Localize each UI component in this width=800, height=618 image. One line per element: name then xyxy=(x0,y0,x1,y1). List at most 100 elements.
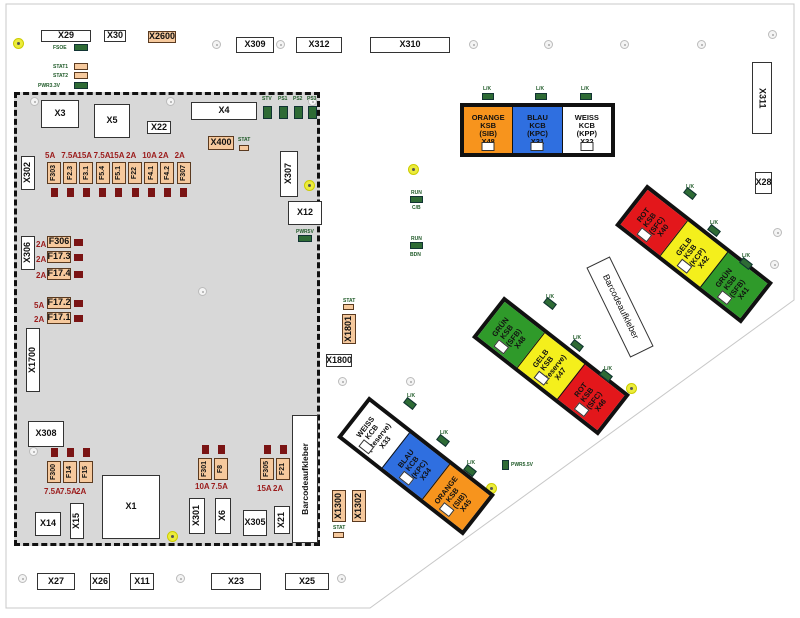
connector-x305[interactable]: X305 xyxy=(243,510,267,536)
relay-line: WEISS xyxy=(574,112,599,122)
connector-x25[interactable]: X25 xyxy=(285,573,329,590)
connector-x301[interactable]: X301 xyxy=(189,498,205,534)
fuse-label: F301 xyxy=(201,461,209,477)
connector-x15[interactable]: X15 xyxy=(70,503,84,539)
fuse-f22[interactable]: F22 xyxy=(128,162,142,184)
connector-x1800[interactable]: X1800 xyxy=(326,354,352,367)
fuse-socket xyxy=(147,188,155,197)
fuse-socket xyxy=(263,445,271,454)
fuse-amp: 2A xyxy=(158,151,169,160)
label-stat-x1801: STAT xyxy=(343,298,356,304)
fuse-f17-3[interactable]: F17.3 xyxy=(47,251,71,263)
fuse-f17-2[interactable]: F17.2 xyxy=(47,297,71,309)
connector-x306[interactable]: X306 xyxy=(21,236,35,270)
fuse-amp: 7.5A xyxy=(44,487,61,496)
connector-x308[interactable]: X308 xyxy=(28,421,64,447)
connector-x5[interactable]: X5 xyxy=(94,104,130,138)
connector-x14[interactable]: X14 xyxy=(35,512,61,536)
fuse-socket xyxy=(82,448,90,457)
fuse-f4-2[interactable]: F4.2 xyxy=(160,162,175,184)
fuse-f2-3[interactable]: F2.3 xyxy=(63,162,78,184)
fuse-amp: 2A xyxy=(126,151,137,160)
fuse-f15[interactable]: F15 xyxy=(79,461,93,483)
fuse-f17-1[interactable]: F17.1 xyxy=(47,312,71,324)
fuse-label: F15 xyxy=(82,465,90,479)
connector-x310[interactable]: X310 xyxy=(370,37,450,53)
fuse-amp: 2A xyxy=(36,240,47,249)
mounting-hole-yellow xyxy=(13,38,24,49)
fuse-f8[interactable]: F8 xyxy=(214,458,228,480)
mounting-hole-yellow xyxy=(626,383,637,394)
fuse-f301[interactable]: F301 xyxy=(198,458,212,480)
fuse-f5-4[interactable]: F5.4 xyxy=(95,162,110,184)
connector-x1700-label: X1700 xyxy=(27,346,38,374)
fuse-label: F22 xyxy=(131,166,139,180)
connector-x302[interactable]: X302 xyxy=(21,156,35,190)
connector-x1[interactable]: X1 xyxy=(102,475,160,539)
connector-x4[interactable]: X4 xyxy=(191,102,257,120)
connector-x309[interactable]: X309 xyxy=(236,37,274,53)
connector-x302-label: X302 xyxy=(22,162,33,184)
connector-x12[interactable]: X12 xyxy=(288,201,322,225)
fuse-f17-4[interactable]: F17.4 xyxy=(47,268,71,280)
fuse-amp: 7.5A xyxy=(211,482,228,491)
connector-x301-label: X301 xyxy=(191,505,202,527)
fuse-label: F14 xyxy=(66,465,74,479)
connector-x29[interactable]: X29 xyxy=(41,30,91,42)
fuse-socket xyxy=(66,188,74,197)
connector-x1801[interactable]: X1801 xyxy=(342,314,356,344)
connector-x27[interactable]: X27 xyxy=(37,573,75,590)
led-stat1 xyxy=(74,63,88,70)
relay-line: (KPC) xyxy=(527,129,548,138)
connector-x1300[interactable]: X1300 xyxy=(332,490,346,522)
fuse-f14[interactable]: F14 xyxy=(63,461,77,483)
fuse-amp: 5A xyxy=(34,301,45,310)
connector-x23[interactable]: X23 xyxy=(211,573,261,590)
connector-x400[interactable]: X400 xyxy=(208,136,234,150)
connector-x2600[interactable]: X2600 xyxy=(148,31,176,43)
led-fsoe xyxy=(74,44,88,51)
mounting-hole xyxy=(620,40,629,49)
label-bdn: BDN xyxy=(410,252,421,258)
connector-x311[interactable]: X311 xyxy=(752,62,772,134)
connector-x307-label: X307 xyxy=(283,163,294,185)
fuse-f5-1[interactable]: F5.1 xyxy=(111,162,126,184)
connector-x11[interactable]: X11 xyxy=(130,573,154,590)
connector-x3[interactable]: X3 xyxy=(41,100,79,128)
connector-x1700[interactable]: X1700 xyxy=(26,328,40,392)
connector-x307[interactable]: X307 xyxy=(280,151,298,197)
mounting-hole-yellow xyxy=(304,180,315,191)
connector-x21[interactable]: X21 xyxy=(274,506,290,534)
fuse-f3-1[interactable]: F3.1 xyxy=(79,162,94,184)
connector-x1302-label: X1302 xyxy=(353,492,364,520)
connector-x30[interactable]: X30 xyxy=(104,30,126,42)
label-lk: L/K xyxy=(467,460,476,466)
fuse-amp: 15A xyxy=(77,151,93,160)
fuse-f305[interactable]: F305 xyxy=(260,458,274,480)
fuse-f4-1[interactable]: F4.1 xyxy=(144,162,159,184)
led-lk xyxy=(482,93,494,100)
led-pwr5v xyxy=(298,235,312,242)
fuse-socket xyxy=(180,188,188,197)
mounting-hole xyxy=(18,574,27,583)
connector-x28[interactable]: X28 xyxy=(755,172,772,194)
label-lk: L/K xyxy=(483,86,492,92)
fuse-f300[interactable]: F300 xyxy=(47,461,61,483)
fuse-label: F307 xyxy=(179,165,187,181)
fuse-f307[interactable]: F307 xyxy=(176,162,191,184)
connector-x22[interactable]: X22 xyxy=(147,121,171,134)
fuse-label: F305 xyxy=(263,461,271,477)
fuse-f303[interactable]: F303 xyxy=(47,162,61,184)
fuse-f21[interactable]: F21 xyxy=(276,458,290,480)
connector-x312[interactable]: X312 xyxy=(296,37,342,53)
fuse-f306[interactable]: F306 xyxy=(47,236,71,248)
mounting-hole xyxy=(770,260,779,269)
mounting-hole xyxy=(276,40,285,49)
connector-x26[interactable]: X26 xyxy=(90,573,110,590)
connector-x6[interactable]: X6 xyxy=(215,498,231,534)
relay-line: KCB xyxy=(578,120,595,130)
connector-x1302[interactable]: X1302 xyxy=(352,490,366,522)
